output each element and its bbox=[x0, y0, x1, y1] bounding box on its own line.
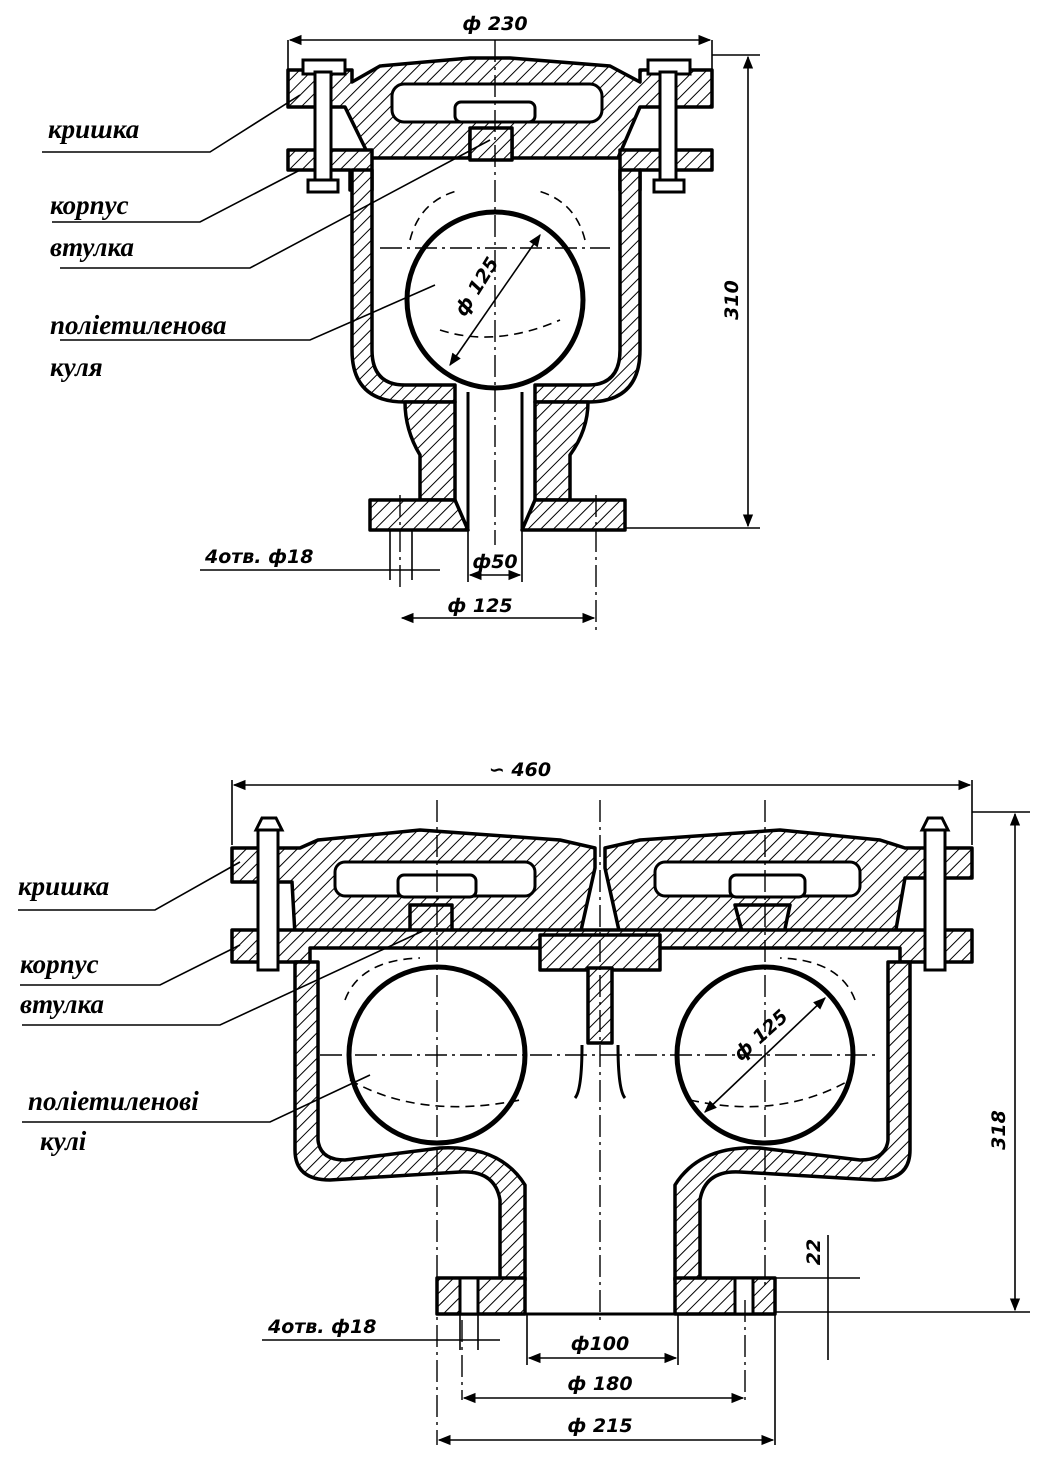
top-ball bbox=[404, 209, 586, 391]
svg-text:22: 22 bbox=[803, 1239, 825, 1265]
top-label-bushing: втулка bbox=[50, 232, 134, 262]
bottom-label-balls-2: кулі bbox=[40, 1126, 87, 1156]
top-label-ball-1: поліетиленова bbox=[50, 310, 227, 340]
bottom-label-cover: кришка bbox=[18, 871, 109, 901]
top-bolt-right bbox=[646, 58, 692, 194]
top-dim-holes: 4отв. ф18 bbox=[200, 530, 440, 580]
bottom-bolt-right bbox=[919, 816, 951, 972]
top-outlet-flange bbox=[368, 498, 470, 532]
bottom-valve-drawing: ∽ 460 318 ф 125 22 4отв. ф18 bbox=[18, 759, 1030, 1446]
bottom-label-body: корпус bbox=[20, 949, 99, 979]
bottom-label-bushing: втулка bbox=[20, 989, 104, 1019]
svg-text:ф 180: ф 180 bbox=[567, 1373, 632, 1395]
svg-text:ф 125: ф 125 bbox=[447, 595, 512, 617]
bottom-dim-holes: 4отв. ф18 bbox=[262, 1314, 500, 1350]
top-bolt-left bbox=[301, 58, 347, 194]
bottom-base-flange-right bbox=[673, 1276, 777, 1316]
bottom-dim-height: 318 bbox=[775, 811, 1030, 1313]
svg-text:ф 230: ф 230 bbox=[462, 13, 527, 35]
top-valve-drawing: ф 230 310 ф 125 4отв. ф18 ф50 bbox=[42, 13, 760, 630]
bottom-body-left-wall bbox=[293, 960, 527, 1282]
bottom-base-flange-left bbox=[435, 1276, 527, 1316]
top-label-body: корпус bbox=[50, 190, 129, 220]
top-label-ball-2: куля bbox=[50, 352, 103, 382]
svg-text:310: 310 bbox=[721, 280, 743, 320]
bottom-dim-overall-width: ∽ 460 bbox=[231, 759, 973, 845]
bottom-bolt-left bbox=[253, 816, 285, 972]
svg-text:4отв. ф18: 4отв. ф18 bbox=[267, 1316, 376, 1338]
top-label-cover: кришка bbox=[48, 114, 139, 144]
top-dim-bolt-circle: ф 125 bbox=[400, 595, 596, 624]
svg-text:ф 215: ф 215 bbox=[567, 1415, 632, 1437]
bottom-dim-bolt-circle: ф 180 bbox=[462, 1373, 745, 1404]
top-dim-flange-width: ф 230 bbox=[287, 13, 713, 70]
svg-text:ф 125: ф 125 bbox=[729, 1006, 792, 1066]
top-bushing bbox=[468, 126, 514, 162]
svg-text:ф50: ф50 bbox=[472, 551, 517, 573]
bottom-label-balls-1: поліетиленові bbox=[28, 1086, 199, 1116]
bottom-dim-flange-diameter: ф 215 bbox=[437, 1314, 776, 1446]
bottom-body-right-wall bbox=[673, 960, 912, 1282]
svg-text:318: 318 bbox=[988, 1110, 1010, 1150]
svg-text:ф100: ф100 bbox=[571, 1333, 630, 1355]
top-outlet-right bbox=[533, 400, 590, 502]
top-dim-height: 310 bbox=[625, 54, 760, 529]
top-dim-bore: ф50 bbox=[467, 530, 523, 582]
top-outlet-left bbox=[403, 400, 457, 502]
svg-text:∽ 460: ∽ 460 bbox=[489, 759, 551, 781]
svg-text:4отв. ф18: 4отв. ф18 bbox=[204, 546, 313, 568]
bottom-dim-bore: ф100 bbox=[526, 1314, 679, 1365]
bottom-dim-flange-thickness: 22 bbox=[775, 1235, 860, 1360]
